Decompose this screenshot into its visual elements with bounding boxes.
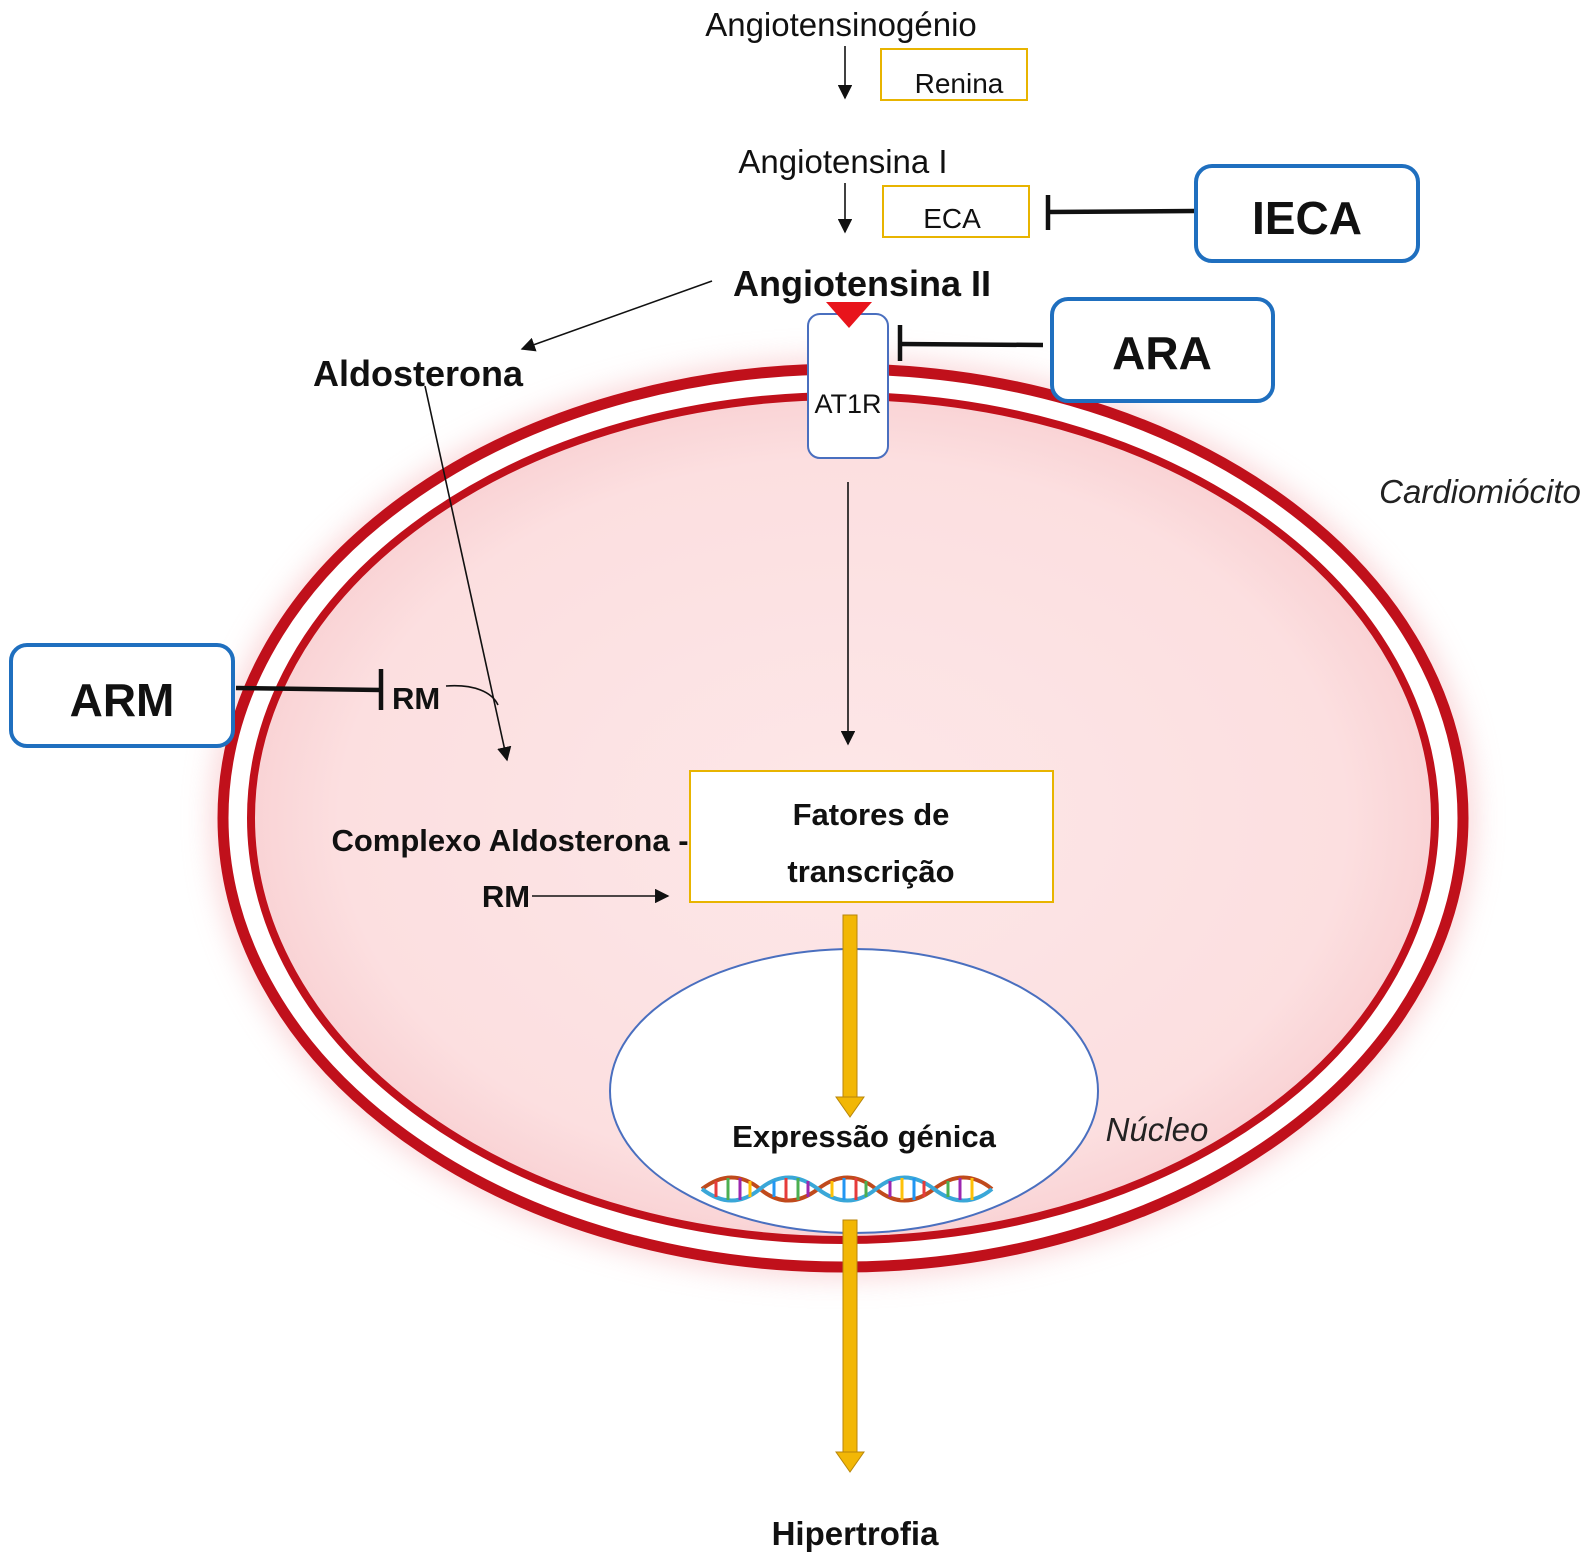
ace-label: ECA — [923, 203, 981, 234]
aldosterone-label: Aldosterona — [313, 353, 524, 394]
nucleus-label: Núcleo — [1106, 1111, 1209, 1148]
transcription-line2: transcrição — [787, 854, 954, 889]
complex-label-line2: RM — [482, 879, 530, 914]
transcription-factors-box — [689, 770, 1054, 903]
renin-label: Renina — [915, 68, 1004, 99]
renin-box — [880, 48, 1028, 101]
angiotensinogen-label: Angiotensinogénio — [705, 6, 977, 43]
ieca-label: IECA — [1252, 192, 1362, 244]
rm-binding-curve — [445, 684, 499, 706]
cardiomyocyte-label: Cardiomiócito — [1379, 473, 1581, 510]
at1r-label: AT1R — [814, 389, 881, 419]
arm-label: ARM — [70, 674, 175, 726]
cardiomyocyte-cell — [211, 358, 1475, 1278]
dna-helix-icon — [700, 1175, 994, 1203]
complex-label-line1: Complexo Aldosterona - — [331, 823, 688, 858]
rm-label: RM — [392, 681, 440, 716]
transcription-line1: Fatores de — [793, 797, 950, 832]
arm-box — [9, 643, 235, 748]
angiotensin-1-label: Angiotensina I — [738, 143, 947, 180]
arm-inhibition-line — [235, 669, 384, 710]
ara-label: ARA — [1112, 327, 1212, 379]
ace-box — [882, 185, 1030, 238]
angiotensin-2-to-aldosterone-arrow — [520, 280, 713, 352]
hypertrophy-label: Hipertrofia — [772, 1515, 940, 1552]
transcription-to-expression-arrow — [835, 914, 865, 1118]
ieca-inhibition-line — [1045, 195, 1195, 230]
angiotensin-2-label: Angiotensina II — [733, 263, 991, 304]
angiotensin-ligand-triangle — [826, 302, 872, 328]
ieca-box — [1194, 164, 1420, 263]
at1r-receptor — [807, 313, 889, 459]
ara-box — [1050, 297, 1275, 403]
ara-inhibition-line — [897, 325, 1044, 361]
expression-to-hypertrophy-arrow — [835, 1219, 865, 1473]
gene-expression-label: Expressão génica — [732, 1119, 996, 1154]
